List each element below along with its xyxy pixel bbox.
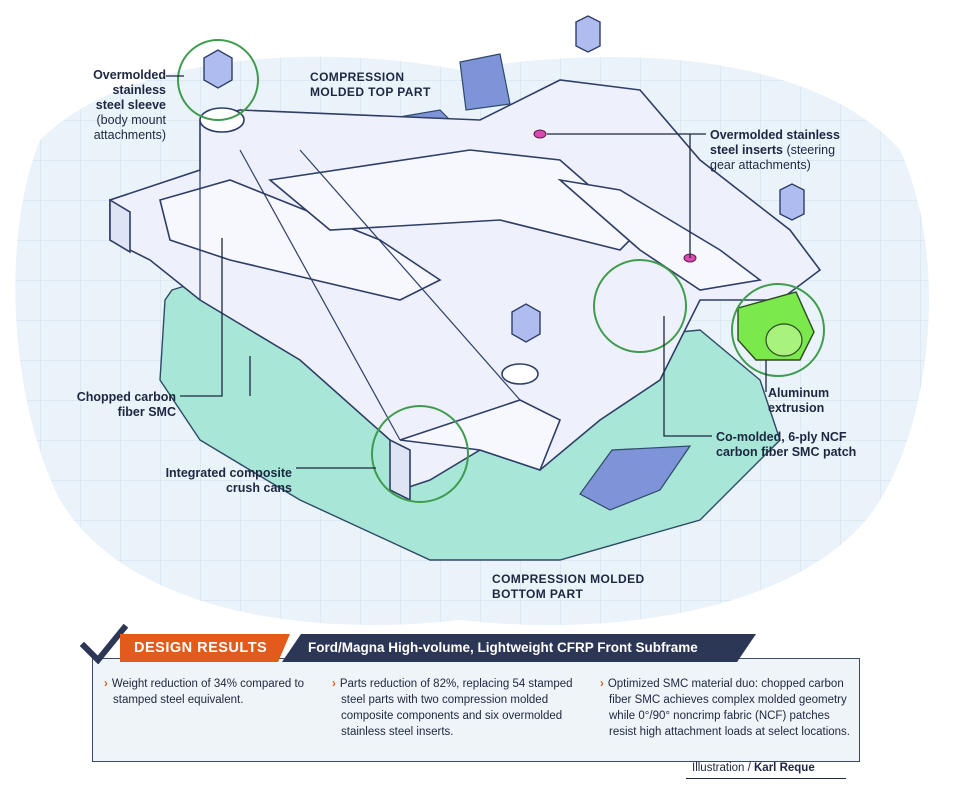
hex-sleeves xyxy=(203,15,805,343)
label-top-part: COMPRESSION MOLDED TOP PART xyxy=(310,70,431,99)
aluminum-extrusion-part xyxy=(737,291,815,361)
credit-underline xyxy=(686,778,846,779)
result-item-material: ›Optimized SMC material duo: chopped car… xyxy=(600,678,850,738)
result-item-weight: ›Weight reduction of 34% compared to sta… xyxy=(104,678,305,706)
result-item-parts: ›Parts reduction of 82%, replacing 54 st… xyxy=(332,678,573,738)
subframe-title-banner: Ford/Magna High-volume, Lightweight CFRP… xyxy=(282,634,756,662)
illustration-credit: Illustration / Karl Reque xyxy=(692,762,815,774)
leader-lines xyxy=(166,75,767,469)
chevron-right-icon: › xyxy=(332,678,336,690)
chevron-right-icon: › xyxy=(104,678,108,690)
chevron-right-icon: › xyxy=(600,678,604,690)
label-chopped-carbon: Chopped carbon fiber SMC xyxy=(76,390,176,419)
highlight-circles xyxy=(177,39,825,503)
design-results-banner: DESIGN RESULTS xyxy=(120,634,290,662)
label-aluminum: Aluminum extrusion xyxy=(768,386,830,415)
label-bottom-part: COMPRESSION MOLDED BOTTOM PART xyxy=(492,572,645,601)
top-frame xyxy=(109,79,822,502)
results-panel xyxy=(92,658,860,762)
label-steel-inserts: Overmolded stainless steel inserts (stee… xyxy=(710,128,840,172)
label-comolded-patch: Co-molded, 6-ply NCF carbon fiber SMC pa… xyxy=(716,430,857,459)
label-crush-cans: Integrated composite crush cans xyxy=(165,466,292,495)
label-overmolded-sleeve: Overmolded stainless steel sleeve (body … xyxy=(93,68,166,142)
checkmark-icon xyxy=(80,624,128,664)
